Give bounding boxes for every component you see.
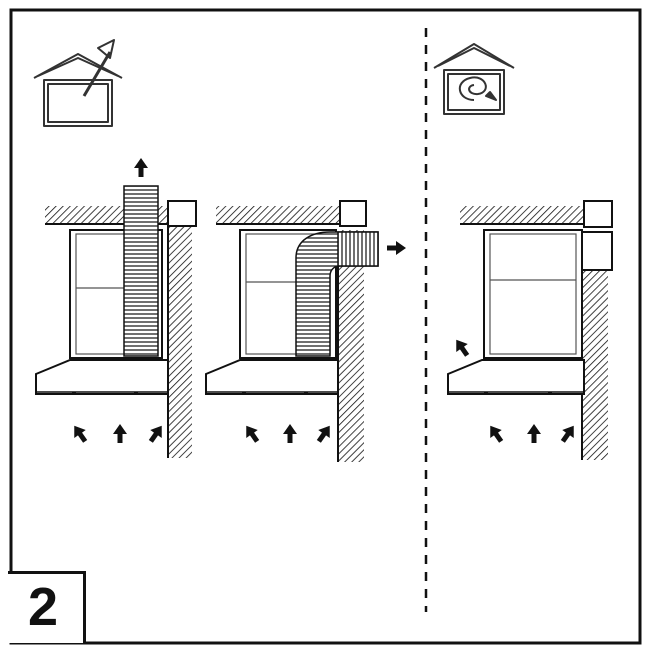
house-recirculate-icon [433,43,515,115]
panel-recirculation [447,200,613,460]
wall [338,230,364,462]
wall-outlet-box [583,200,613,228]
panel-extraction-vertical [35,158,197,458]
step-number-box [8,571,86,643]
carbon-filter-box [581,231,613,271]
wall-outlet-box [167,200,197,227]
ceiling [460,206,588,224]
ceiling [216,206,344,224]
panel-extraction-rear [205,200,406,462]
house-arrow-out-icon [33,39,123,127]
hood-canopy [447,359,585,395]
wall [168,226,192,458]
hood-canopy [205,359,339,395]
wall [582,270,608,460]
step-number-label: 2 [27,577,59,637]
hood-canopy [35,359,169,395]
flexible-duct [123,185,159,357]
wall-outlet-box [339,200,367,227]
